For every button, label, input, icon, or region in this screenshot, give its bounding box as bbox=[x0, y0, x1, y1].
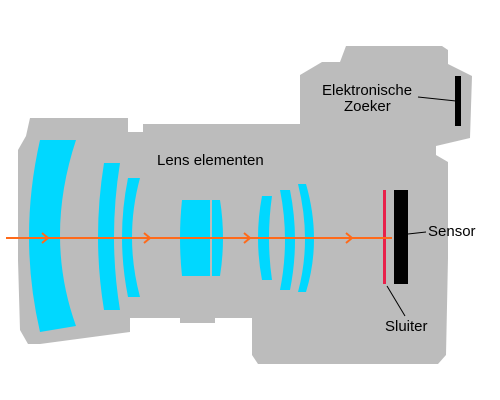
viewfinder-leader bbox=[417, 96, 457, 102]
sensor-leader bbox=[407, 231, 427, 235]
sensor-bar bbox=[394, 190, 408, 284]
viewfinder-bar bbox=[455, 76, 461, 126]
ray-arrowhead bbox=[345, 232, 354, 244]
ray-arrowhead bbox=[243, 232, 252, 244]
ray-arrowheads bbox=[41, 232, 354, 244]
ray-arrowhead bbox=[143, 232, 152, 244]
shutter-leader bbox=[386, 285, 406, 317]
sensor-label: Sensor bbox=[428, 223, 476, 240]
viewfinder-label-line1: Elektronische bbox=[322, 82, 412, 99]
lens-element-7 bbox=[280, 190, 295, 290]
lens-element-2 bbox=[98, 163, 120, 310]
ray-arrowhead bbox=[41, 232, 50, 244]
front-lens-element bbox=[29, 140, 76, 332]
shutter-label: Sluiter bbox=[385, 318, 428, 335]
viewfinder-label-line2: Zoeker bbox=[344, 98, 391, 115]
lens-elements-label: Lens elementen bbox=[157, 152, 264, 169]
